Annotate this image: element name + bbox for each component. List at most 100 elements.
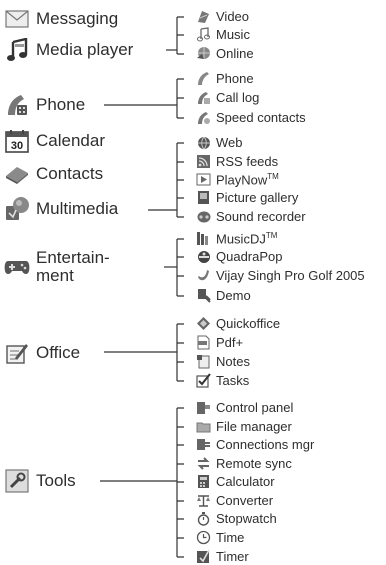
menu-item-rss-feeds[interactable]: RSS feeds: [196, 153, 278, 170]
category-media-player[interactable]: Media player: [4, 35, 133, 65]
item-label: Time: [216, 530, 245, 545]
playnow-icon: [196, 172, 211, 187]
category-phone[interactable]: Phone: [4, 90, 85, 120]
menu-item-time[interactable]: Time: [196, 529, 244, 546]
category-label: Messaging: [36, 9, 119, 28]
category-label: Media player: [36, 40, 134, 59]
item-label: PlayNowTM: [216, 171, 279, 188]
item-label: Vijay Singh Pro Golf 2005: [216, 268, 365, 283]
control-panel-icon: [196, 400, 211, 415]
picture-gallery-icon: [196, 190, 211, 205]
menu-item-musicdj[interactable]: MusicDJTM: [196, 230, 277, 247]
menu-item-stopwatch[interactable]: Stopwatch: [196, 510, 277, 527]
category-label: Tools: [36, 471, 76, 490]
item-label: File manager: [216, 419, 292, 434]
golf-icon: [196, 268, 211, 283]
calendar-icon: 30: [4, 128, 30, 154]
trademark-sup: TM: [265, 230, 278, 240]
item-label: MusicDJTM: [216, 230, 278, 247]
menu-item-call-log[interactable]: Call log: [196, 89, 259, 106]
menu-item-music[interactable]: Music: [196, 26, 250, 43]
item-label: Stopwatch: [216, 511, 277, 526]
item-label: Speed contacts: [216, 110, 306, 125]
menu-item-picture-gallery[interactable]: Picture gallery: [196, 189, 298, 206]
clock-icon: [196, 530, 211, 545]
phone-icon: [4, 92, 30, 118]
menu-item-control-panel[interactable]: Control panel: [196, 399, 293, 416]
item-label: Quickoffice: [216, 316, 281, 331]
speed-contacts-icon: [196, 110, 211, 125]
category-label: Office: [36, 343, 81, 362]
menu-item-video[interactable]: Video: [196, 8, 249, 25]
category-entertainment[interactable]: Entertain- ment: [4, 247, 110, 287]
item-label: Timer: [216, 549, 249, 564]
category-label: Phone: [36, 95, 86, 114]
category-label: Multimedia: [36, 199, 119, 218]
gamepad-icon: [4, 254, 30, 280]
web-globe-icon: [196, 135, 211, 150]
menu-item-converter[interactable]: Converter: [196, 492, 273, 509]
tasks-checkbox-icon: [196, 373, 211, 388]
item-label: Remote sync: [216, 456, 292, 471]
quadrapop-icon: [196, 249, 211, 264]
menu-item-pdf[interactable]: Pdf+: [196, 334, 243, 351]
category-office[interactable]: Office: [4, 338, 80, 368]
tools-icon: [4, 468, 30, 494]
item-label: Notes: [216, 354, 250, 369]
menu-item-file-manager[interactable]: File manager: [196, 418, 292, 435]
category-label: Entertain- ment: [36, 248, 110, 285]
menu-item-timer[interactable]: Timer: [196, 548, 249, 565]
sound-recorder-icon: [196, 209, 211, 224]
connections-icon: [196, 437, 211, 452]
menu-item-web[interactable]: Web: [196, 134, 243, 151]
category-tools[interactable]: Tools: [4, 466, 76, 496]
handset-icon: [196, 71, 211, 86]
category-label: Calendar: [36, 131, 105, 150]
menu-item-tasks[interactable]: Tasks: [196, 372, 249, 389]
notes-icon: [196, 354, 211, 369]
menu-item-quickoffice[interactable]: Quickoffice: [196, 315, 280, 332]
item-label: Music: [216, 27, 250, 42]
trademark-sup: TM: [267, 171, 279, 181]
calculator-icon: [196, 474, 211, 489]
category-contacts[interactable]: Contacts: [4, 159, 103, 189]
menu-item-speed-contacts[interactable]: Speed contacts: [196, 109, 306, 126]
pdf-icon: [196, 335, 211, 350]
demo-icon: [196, 288, 211, 303]
converter-icon: [196, 493, 211, 508]
item-label: Web: [216, 135, 243, 150]
category-calendar[interactable]: 30 Calendar: [4, 126, 105, 156]
item-label: Control panel: [216, 400, 294, 415]
music-icon: [196, 27, 211, 42]
category-messaging[interactable]: Messaging: [4, 4, 118, 34]
menu-item-connections-mgr[interactable]: Connections mgr: [196, 436, 314, 453]
music-note-icon: [4, 37, 30, 63]
office-pen-icon: [4, 340, 30, 366]
video-icon: [196, 9, 211, 24]
menu-item-online[interactable]: Online: [196, 45, 254, 62]
menu-item-playnow[interactable]: PlayNowTM: [196, 171, 279, 188]
item-label: Video: [216, 9, 250, 24]
item-label: Sound recorder: [216, 209, 306, 224]
menu-item-sound-recorder[interactable]: Sound recorder: [196, 208, 306, 225]
item-label: Tasks: [216, 373, 250, 388]
menu-item-quadrapop[interactable]: QuadraPop: [196, 248, 283, 265]
item-label: Pdf+: [216, 335, 244, 350]
remote-sync-icon: [196, 456, 211, 471]
item-label: Picture gallery: [216, 190, 299, 205]
envelope-icon: [4, 6, 30, 32]
menu-item-golf[interactable]: Vijay Singh Pro Golf 2005: [196, 267, 365, 284]
category-multimedia[interactable]: Multimedia: [4, 194, 118, 224]
menu-item-demo[interactable]: Demo: [196, 287, 251, 304]
category-label: Contacts: [36, 164, 104, 183]
item-label: Phone: [216, 71, 254, 86]
rss-feeds-icon: [196, 154, 211, 169]
menu-item-notes[interactable]: Notes: [196, 353, 250, 370]
menu-item-phone[interactable]: Phone: [196, 70, 254, 87]
menu-item-remote-sync[interactable]: Remote sync: [196, 455, 292, 472]
item-label: QuadraPop: [216, 249, 283, 264]
folder-icon: [196, 419, 211, 434]
menu-item-calculator[interactable]: Calculator: [196, 473, 275, 490]
timer-icon: [196, 549, 211, 564]
